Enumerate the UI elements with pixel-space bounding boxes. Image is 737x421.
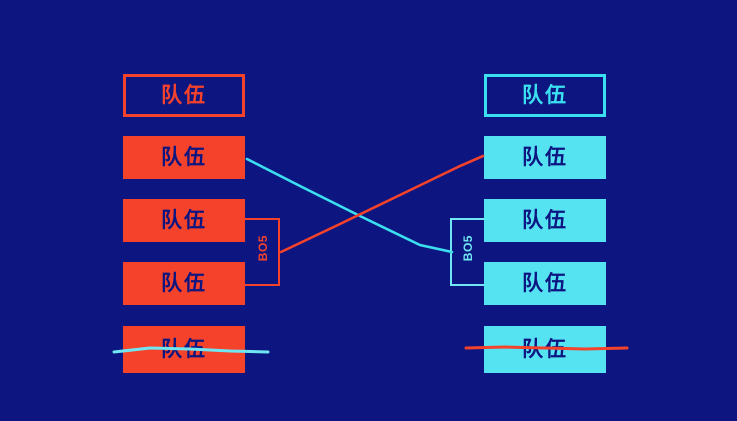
right-bo5-label: BO5 bbox=[461, 235, 475, 262]
left-team-2-box[interactable]: 队伍 bbox=[123, 136, 245, 179]
right-team-2-label: 队伍 bbox=[522, 146, 568, 169]
left-bo5-label: BO5 bbox=[256, 235, 270, 262]
right-team-4-box[interactable]: 队伍 bbox=[484, 262, 606, 305]
left-team-5-box[interactable]: 队伍 bbox=[123, 326, 245, 373]
left-team-4-label: 队伍 bbox=[161, 272, 207, 295]
left-team-4-box[interactable]: 队伍 bbox=[123, 262, 245, 305]
left-team-3-label: 队伍 bbox=[161, 209, 207, 232]
right-team-3-label: 队伍 bbox=[522, 209, 568, 232]
right-team-5-box[interactable]: 队伍 bbox=[484, 326, 606, 373]
right-team-2-box[interactable]: 队伍 bbox=[484, 136, 606, 179]
right-team-5-label: 队伍 bbox=[522, 338, 568, 361]
left-team-1-box[interactable]: 队伍 bbox=[123, 74, 245, 117]
right-team-1-box[interactable]: 队伍 bbox=[484, 74, 606, 117]
right-team-3-box[interactable]: 队伍 bbox=[484, 199, 606, 242]
left-team-2-label: 队伍 bbox=[161, 146, 207, 169]
left-team-1-label: 队伍 bbox=[161, 84, 207, 107]
left-team-5-label: 队伍 bbox=[161, 338, 207, 361]
right-team-1-label: 队伍 bbox=[522, 84, 568, 107]
right-team-4-label: 队伍 bbox=[522, 272, 568, 295]
left-team-3-box[interactable]: 队伍 bbox=[123, 199, 245, 242]
